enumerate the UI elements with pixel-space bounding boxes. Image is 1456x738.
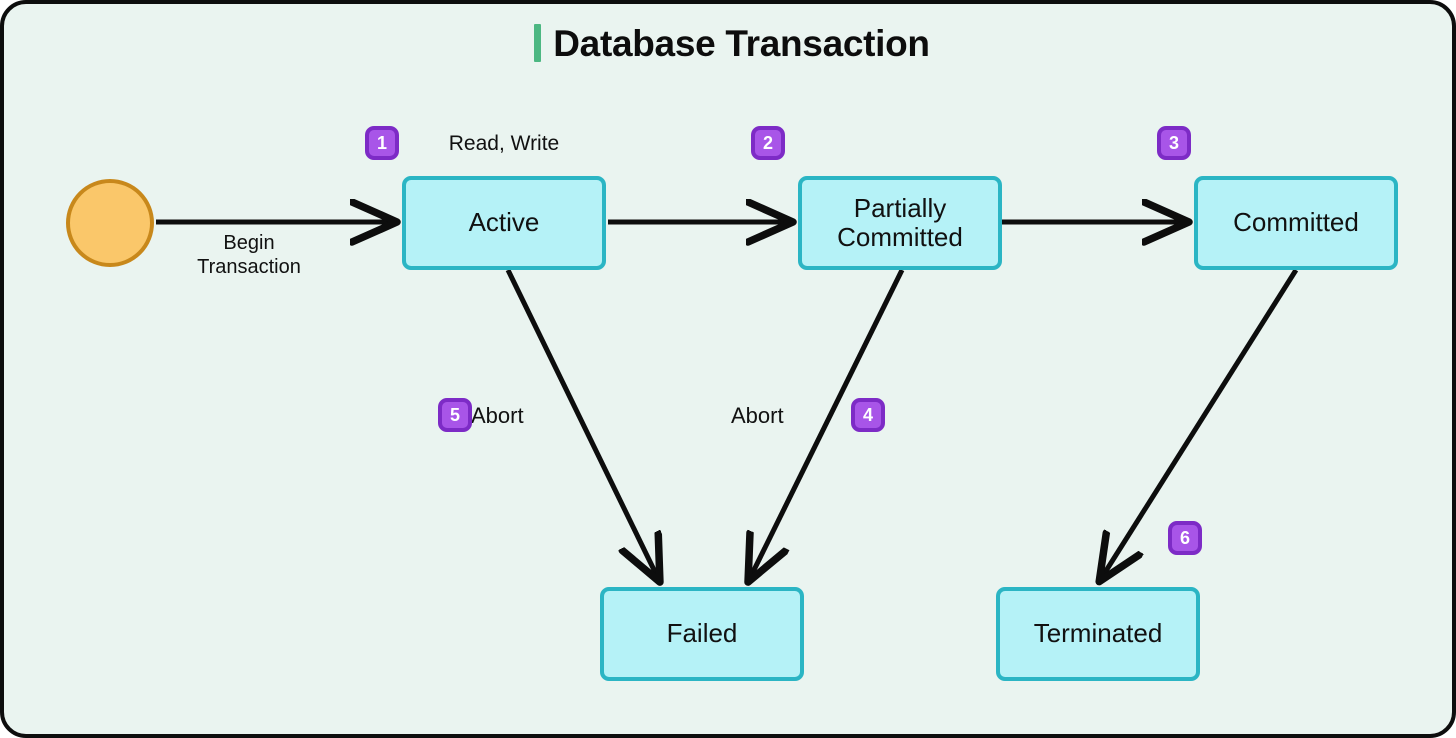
edge-label-begin-transaction: Begin Transaction bbox=[197, 232, 301, 278]
edge-label-read-write: Read, Write bbox=[448, 132, 560, 155]
edge-active-to-failed bbox=[505, 268, 656, 574]
node-partially-committed[interactable]: Partially Committed bbox=[798, 176, 1002, 270]
title-accent-bar bbox=[534, 24, 542, 62]
node-active[interactable]: Active bbox=[402, 176, 606, 270]
page-title: Database Transaction bbox=[4, 22, 1452, 64]
title-label: Database Transaction bbox=[553, 22, 930, 64]
edge-label-abort-partially-committed: Abort bbox=[731, 403, 784, 428]
node-terminated[interactable]: Terminated bbox=[996, 587, 1200, 681]
step-badge-6[interactable]: 6 bbox=[1168, 521, 1202, 555]
step-badge-5[interactable]: 5 bbox=[438, 398, 472, 432]
step-badge-4[interactable]: 4 bbox=[851, 398, 885, 432]
edge-committed-to-terminated bbox=[1104, 268, 1299, 574]
node-committed[interactable]: Committed bbox=[1194, 176, 1398, 270]
edge-label-abort-active: Abort bbox=[471, 403, 524, 428]
node-failed[interactable]: Failed bbox=[600, 587, 804, 681]
node-start[interactable] bbox=[66, 179, 154, 267]
step-badge-3[interactable]: 3 bbox=[1157, 126, 1191, 160]
step-badge-1[interactable]: 1 bbox=[365, 126, 399, 160]
step-badge-2[interactable]: 2 bbox=[751, 126, 785, 160]
edge-layer bbox=[156, 4, 1299, 738]
edge-partially-committed-to-failed bbox=[752, 268, 905, 574]
